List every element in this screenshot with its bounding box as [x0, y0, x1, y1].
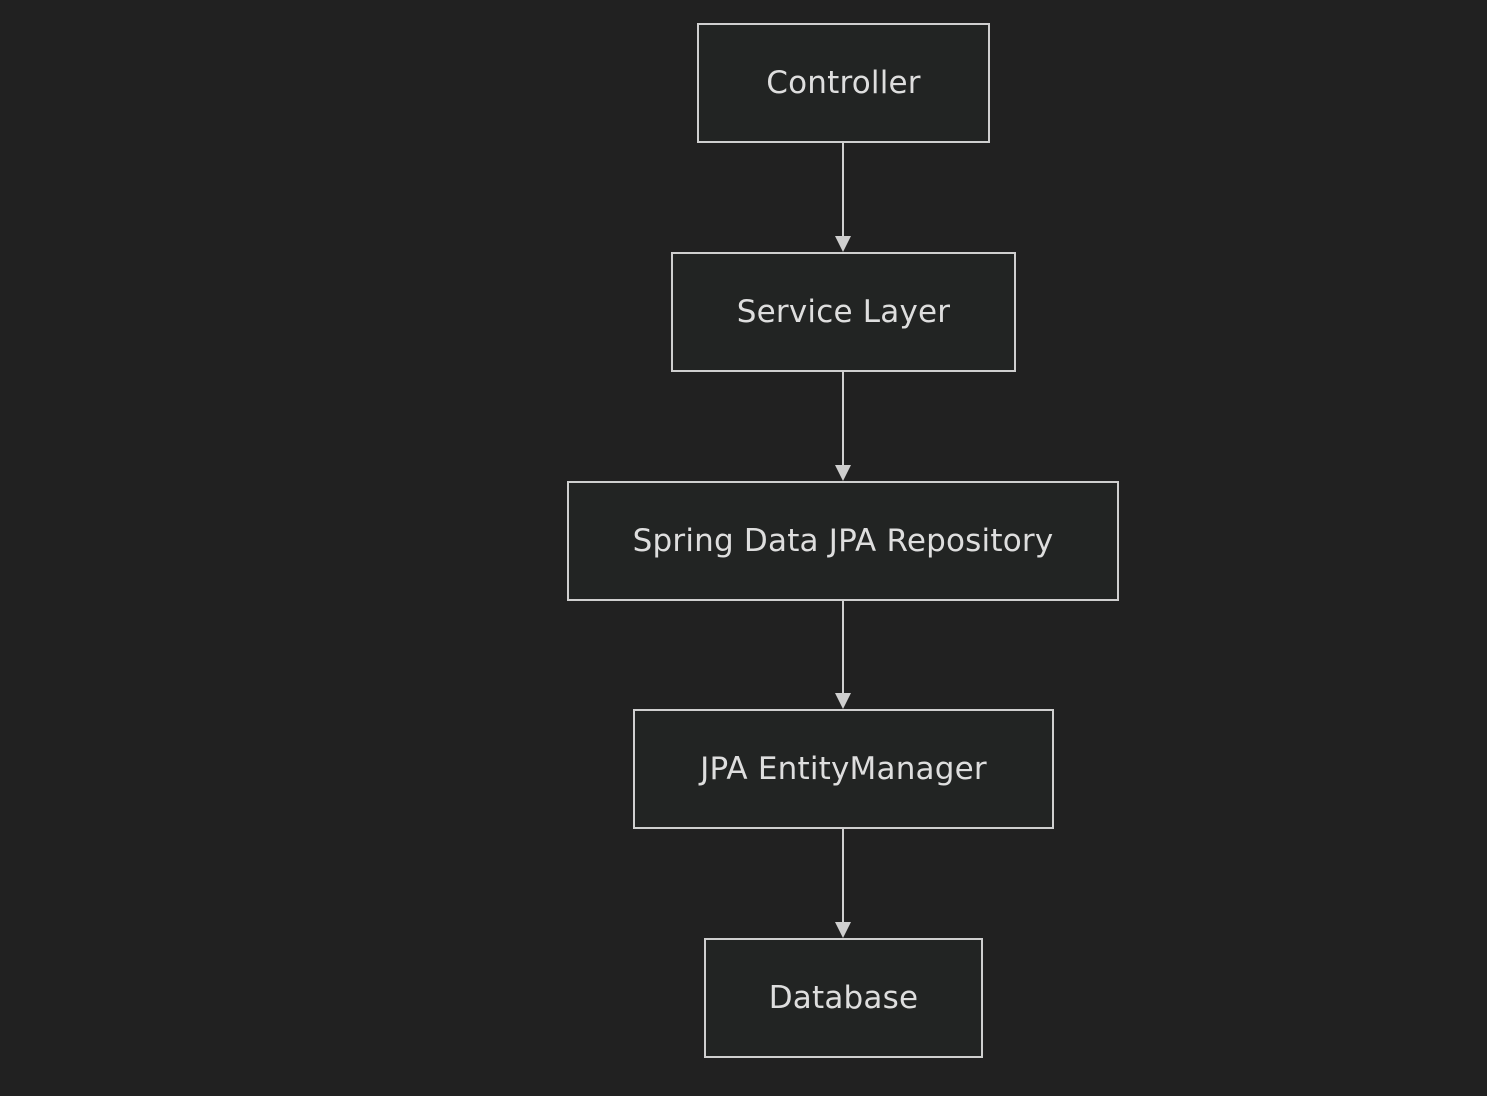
arrowhead-icon: [835, 236, 851, 252]
node-service-layer[interactable]: Service Layer: [671, 252, 1016, 372]
node-label-service-layer: Service Layer: [736, 294, 951, 330]
arrowhead-icon: [835, 922, 851, 938]
edge-controller-to-service: [835, 143, 851, 252]
node-label-database: Database: [768, 980, 919, 1016]
edge-repository-to-entitymanager: [835, 601, 851, 709]
node-database[interactable]: Database: [704, 938, 983, 1058]
arrowhead-icon: [835, 465, 851, 481]
node-label-controller: Controller: [766, 65, 921, 101]
edge-entitymanager-to-database: [835, 829, 851, 938]
edge-service-to-repository: [835, 372, 851, 481]
node-controller[interactable]: Controller: [697, 23, 990, 143]
node-jpa-entitymanager[interactable]: JPA EntityManager: [633, 709, 1054, 829]
node-label-spring-data-jpa-repository: Spring Data JPA Repository: [632, 523, 1054, 559]
arrowhead-icon: [835, 693, 851, 709]
node-label-jpa-entitymanager: JPA EntityManager: [700, 751, 987, 787]
node-spring-data-jpa-repository[interactable]: Spring Data JPA Repository: [567, 481, 1119, 601]
